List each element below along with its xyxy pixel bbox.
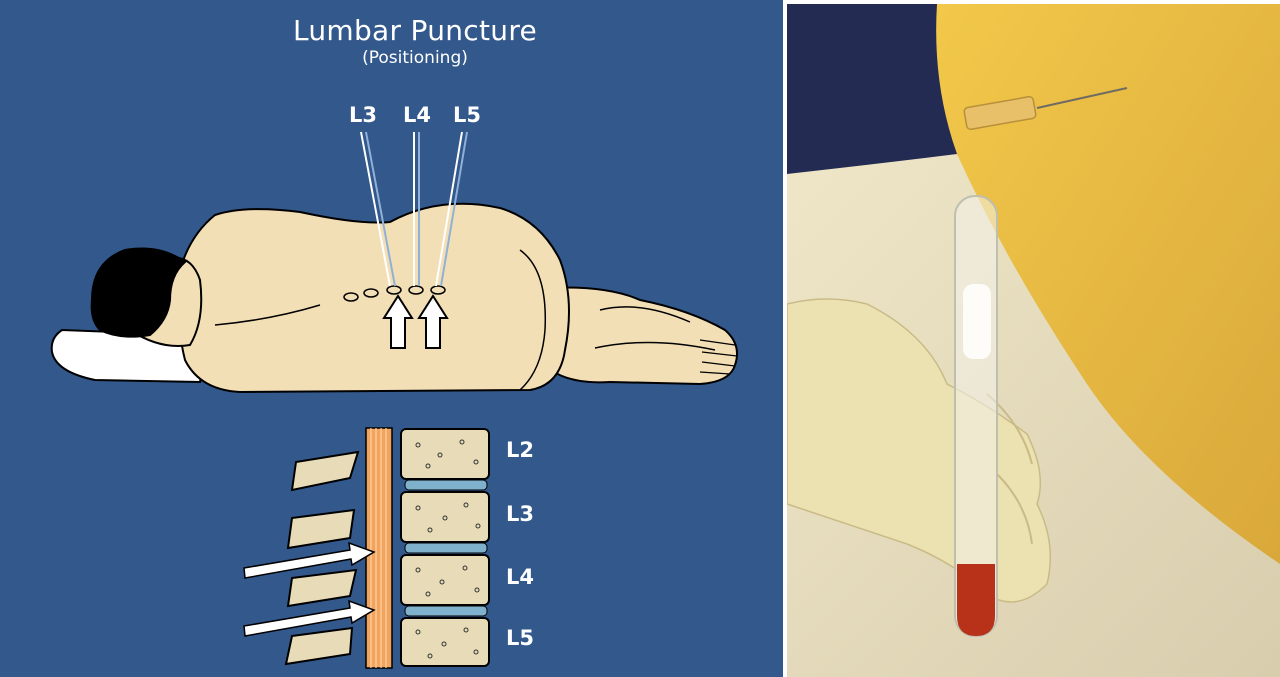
procedure-photo	[787, 4, 1280, 677]
spinal-needle	[1036, 87, 1128, 109]
tube-label	[963, 284, 991, 359]
spinous-process	[430, 285, 446, 295]
vertebral-body-l4	[400, 554, 490, 606]
spinous-process	[343, 292, 359, 302]
vertebra-label-l3: L3	[506, 502, 534, 526]
patient-back-skin	[936, 4, 1280, 564]
arrow-right-icon	[243, 541, 376, 579]
diagram-title: Lumbar Puncture	[292, 14, 538, 47]
intervertebral-disc	[404, 479, 488, 491]
intervertebral-disc	[404, 542, 488, 554]
spinous-process	[363, 288, 379, 298]
posterior-process	[290, 450, 360, 492]
diagram-panel: Lumbar Puncture (Positioning) L3 L4 L5	[0, 0, 783, 677]
vertebral-body-l3	[400, 491, 490, 543]
intervertebral-disc	[404, 605, 488, 617]
needle-lines	[360, 131, 468, 287]
needle-label-l5: L5	[453, 103, 481, 127]
arrow-right-icon	[243, 599, 376, 637]
csf-sample	[957, 564, 995, 636]
procedure-photo-svg	[787, 4, 1280, 677]
arrow-up-icon	[382, 294, 414, 349]
diagram-subtitle: (Positioning)	[362, 48, 468, 68]
patient-body	[177, 202, 570, 394]
needle-label-l3: L3	[349, 103, 377, 127]
vertebral-body-l2	[400, 428, 490, 480]
lumbar-diagram-svg	[50, 131, 738, 669]
vertebra-label-l2: L2	[506, 438, 534, 462]
posterior-process	[286, 568, 358, 608]
spinal-cord	[365, 427, 393, 669]
drape	[787, 154, 1280, 677]
needle-hub	[963, 95, 1037, 131]
arrow-up-icon	[417, 294, 449, 349]
posterior-process	[284, 626, 354, 666]
vertebra-label-l5: L5	[506, 626, 534, 650]
patient-legs	[518, 286, 738, 386]
spinous-process	[386, 285, 402, 295]
patient-hair	[90, 247, 187, 338]
spinous-process	[408, 285, 424, 295]
needle-label-l4: L4	[403, 103, 431, 127]
vertebra-label-l4: L4	[506, 565, 534, 589]
posterior-process	[286, 508, 356, 550]
